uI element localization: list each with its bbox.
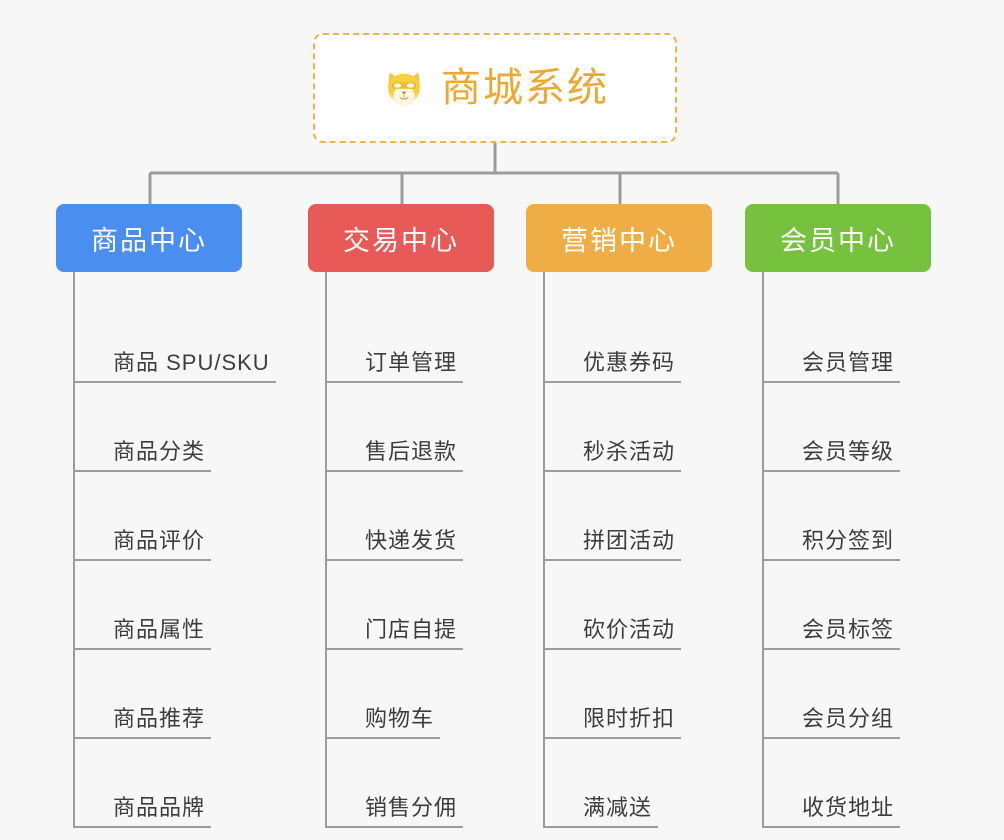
leaf-list-member-center: 会员管理 会员等级 积分签到 会员标签 会员分组 收货地址 [761, 272, 931, 828]
leaf-label: 商品属性 [72, 619, 212, 650]
leaf-list-product-center: 商品 SPU/SKU 商品分类 商品评价 商品属性 商品推荐 商品品牌 [72, 272, 276, 828]
leaf-item[interactable]: 积分签到 [761, 472, 931, 561]
leaf-label: 拼团活动 [542, 530, 682, 561]
branch-header-product-center[interactable]: 商品中心 [56, 204, 242, 272]
leaf-item[interactable]: 商品评价 [72, 472, 276, 561]
leaf-item[interactable]: 收货地址 [761, 739, 931, 828]
leaf-item[interactable]: 门店自提 [324, 561, 494, 650]
leaf-label: 会员等级 [761, 441, 901, 472]
leaf-label: 售后退款 [324, 441, 464, 472]
leaf-item[interactable]: 商品品牌 [72, 739, 276, 828]
leaf-item[interactable]: 商品属性 [72, 561, 276, 650]
leaf-item[interactable]: 购物车 [324, 650, 494, 739]
leaf-label: 商品品牌 [72, 797, 212, 828]
leaf-label: 商品 SPU/SKU [73, 352, 276, 383]
leaf-label: 收货地址 [761, 797, 901, 828]
leaf-list-marketing-center: 优惠券码 秒杀活动 拼团活动 砍价活动 限时折扣 满减送 [542, 272, 712, 828]
leaf-label: 商品推荐 [72, 708, 212, 739]
leaf-label: 会员管理 [761, 352, 901, 383]
leaf-label: 快递发货 [324, 530, 464, 561]
leaf-label: 满减送 [542, 797, 659, 828]
branch-column-member-center: 会员中心 会员管理 会员等级 积分签到 会员标签 会员分组 收货地址 [745, 204, 931, 828]
leaf-item[interactable]: 会员分组 [761, 650, 931, 739]
leaf-label: 秒杀活动 [542, 441, 682, 472]
leaf-item[interactable]: 优惠券码 [542, 294, 712, 383]
branch-header-label: 会员中心 [780, 225, 896, 256]
leaf-list-trade-center: 订单管理 售后退款 快递发货 门店自提 购物车 销售分佣 [324, 272, 494, 828]
leaf-label: 商品分类 [72, 441, 212, 472]
shiba-dog-face-icon [381, 65, 427, 111]
branch-header-marketing-center[interactable]: 营销中心 [526, 204, 712, 272]
branch-header-member-center[interactable]: 会员中心 [745, 204, 931, 272]
branch-column-marketing-center: 营销中心 优惠券码 秒杀活动 拼团活动 砍价活动 限时折扣 满减送 [526, 204, 712, 828]
leaf-item[interactable]: 拼团活动 [542, 472, 712, 561]
branch-header-label: 营销中心 [561, 225, 677, 256]
root-title: 商城系统 [441, 66, 609, 110]
root-node-shop-system[interactable]: 商城系统 [313, 33, 677, 143]
leaf-label: 优惠券码 [542, 352, 682, 383]
branch-header-label: 交易中心 [343, 225, 459, 256]
branch-column-product-center: 商品中心 商品 SPU/SKU 商品分类 商品评价 商品属性 商品推荐 商品品牌 [56, 204, 276, 828]
leaf-item[interactable]: 秒杀活动 [542, 383, 712, 472]
leaf-item[interactable]: 会员等级 [761, 383, 931, 472]
leaf-item[interactable]: 会员管理 [761, 294, 931, 383]
leaf-item[interactable]: 限时折扣 [542, 650, 712, 739]
leaf-item[interactable]: 会员标签 [761, 561, 931, 650]
branch-header-label: 商品中心 [91, 225, 207, 256]
leaf-item[interactable]: 商品 SPU/SKU [73, 294, 276, 383]
leaf-item[interactable]: 商品推荐 [72, 650, 276, 739]
leaf-item[interactable]: 砍价活动 [542, 561, 712, 650]
leaf-item[interactable]: 售后退款 [324, 383, 494, 472]
leaf-item[interactable]: 商品分类 [72, 383, 276, 472]
branch-column-trade-center: 交易中心 订单管理 售后退款 快递发货 门店自提 购物车 销售分佣 [308, 204, 494, 828]
leaf-label: 限时折扣 [542, 708, 682, 739]
leaf-label: 会员标签 [761, 619, 901, 650]
leaf-label: 门店自提 [324, 619, 464, 650]
leaf-item[interactable]: 订单管理 [324, 294, 494, 383]
branch-header-trade-center[interactable]: 交易中心 [308, 204, 494, 272]
leaf-item[interactable]: 快递发货 [324, 472, 494, 561]
leaf-label: 销售分佣 [324, 797, 464, 828]
leaf-label: 积分签到 [761, 530, 901, 561]
leaf-item[interactable]: 满减送 [542, 739, 712, 828]
leaf-label: 商品评价 [72, 530, 212, 561]
leaf-label: 购物车 [324, 708, 441, 739]
leaf-label: 订单管理 [324, 352, 464, 383]
leaf-label: 会员分组 [761, 708, 901, 739]
leaf-label: 砍价活动 [542, 619, 682, 650]
leaf-item[interactable]: 销售分佣 [324, 739, 494, 828]
